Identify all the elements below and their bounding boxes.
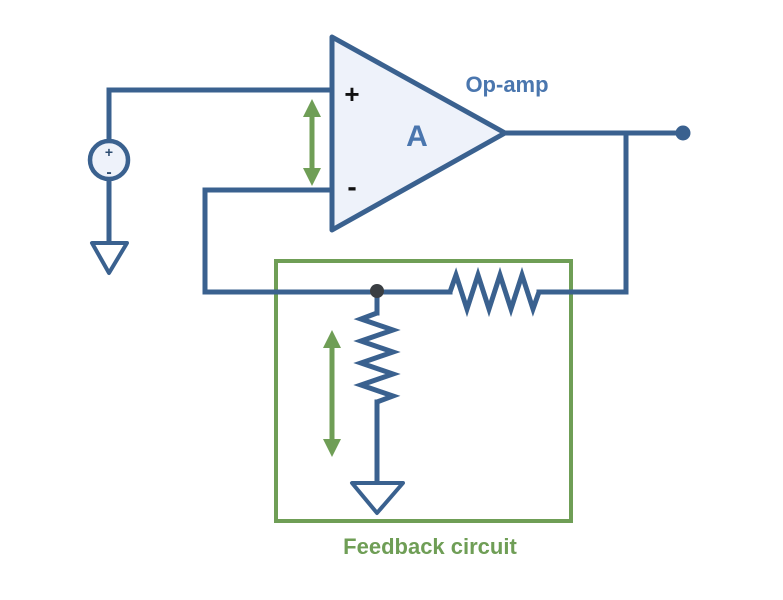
feedback-box (274, 259, 573, 523)
opamp-gain-label: A (406, 120, 428, 153)
shunt-resistor-icon (353, 310, 401, 405)
feedback-voltage-arrow-icon (323, 330, 341, 457)
opamp-inverting-label: - (347, 171, 356, 202)
feedback-resistor-icon (447, 266, 542, 318)
noninverting-input-wire (106, 87, 335, 144)
opamp-noninverting-label: + (344, 79, 359, 109)
feedback-ground-icon (350, 481, 405, 515)
input-voltage-arrow-icon (303, 99, 321, 186)
feedback-caption: Feedback circuit (343, 534, 517, 559)
inverting-feedback-wire (202, 187, 453, 295)
source-ground-icon (90, 241, 129, 275)
opamp-triangle-icon (329, 34, 508, 233)
voltage-source-minus-label: - (106, 164, 111, 181)
junction-node-dot (370, 284, 384, 298)
output-terminal-dot (675, 125, 691, 141)
voltage-source-plus-label: + (105, 144, 113, 160)
feedback-return-wire (536, 130, 629, 295)
opamp-title: Op-amp (465, 72, 548, 97)
voltage-source-icon (87, 138, 131, 182)
